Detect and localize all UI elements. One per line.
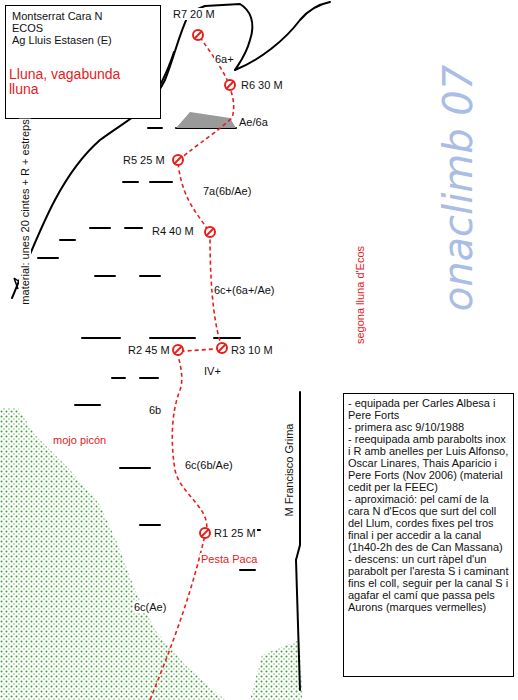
belay-label: R5 25 M: [122, 154, 166, 166]
note-text: - aproximació: pel camí de la cara N d'E…: [348, 493, 509, 553]
notes-box: - equipada per Carles Albesa i Pere Fort…: [343, 393, 514, 677]
route-title: Lluna, vagabunda lluna: [9, 67, 149, 97]
note-text: Ag Lluis Estasen (E): [12, 34, 154, 46]
header-box: Montserrat Cara NECOSAg Lluis Estasen (E…: [5, 5, 161, 119]
grade-label: Ae/6a: [238, 116, 269, 128]
grade-label: 7a(6b/Ae): [202, 185, 252, 197]
note-text: - equipada per Carles Albesa i Pere Fort…: [348, 397, 509, 421]
note-text: Montserrat Cara N: [12, 10, 154, 22]
note-text: ECOS: [12, 22, 154, 34]
belay-label: R4 40 M: [151, 225, 195, 237]
note-text: - reequipada amb parabolts inox i R amb …: [348, 433, 509, 493]
grade-label: IV+: [203, 365, 222, 377]
route-name: segona lluna d'Ecos: [354, 245, 366, 345]
note-text: - descens: un curt ràpel d'un parabolt p…: [348, 553, 509, 613]
belay-label: R7 20 M: [172, 8, 216, 20]
grade-label: 6c(6b/Ae): [184, 459, 234, 471]
note-text: - primera asc 9/10/1988: [348, 421, 509, 433]
belay-label: R2 45 M: [127, 344, 171, 356]
route-name: mojo picón: [52, 434, 107, 446]
grade-label: 6b: [148, 404, 162, 416]
belay-label: R1 25 M: [213, 527, 257, 539]
route-name: M Francisco Grima: [283, 423, 295, 518]
grade-label: 6a+: [214, 53, 235, 65]
belay-label: R6 30 M: [240, 79, 284, 91]
grade-label: 6c(Ae): [133, 601, 167, 613]
watermark: onaclimb 07: [438, 64, 479, 313]
gear-note: material: unes 20 cintes + R + estreps: [19, 118, 31, 305]
route-name: Pesta Paca: [200, 553, 258, 565]
belay-label: R3 10 M: [230, 344, 274, 356]
grade-label: 6c+(6a+/Ae): [213, 284, 276, 296]
